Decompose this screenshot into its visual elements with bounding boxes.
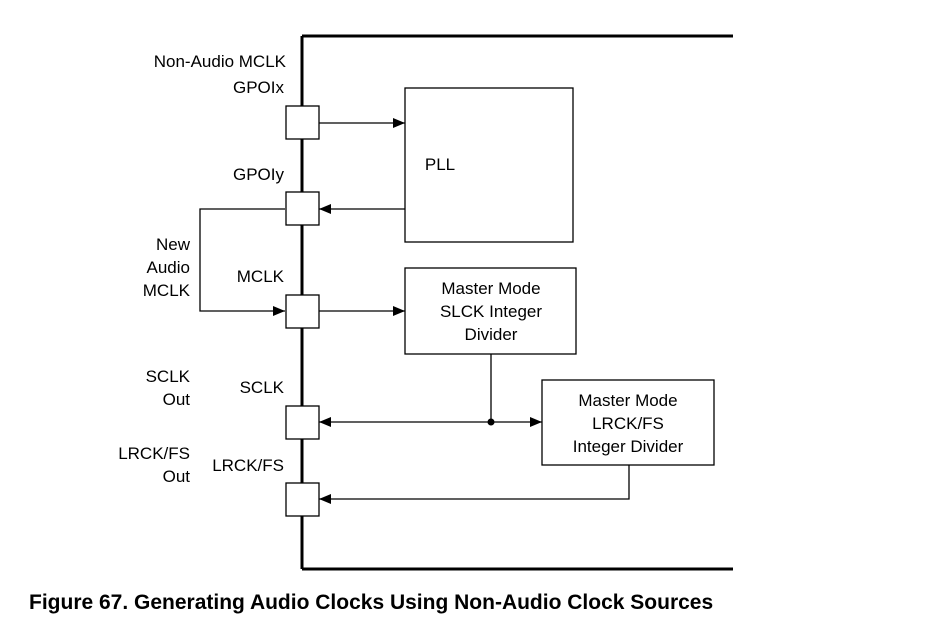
label-new-audio-mclk-1: New — [156, 235, 191, 254]
sclk-divider-label-1: Master Mode — [441, 279, 540, 298]
label-mclk: MCLK — [237, 267, 285, 286]
lrck-divider-label-1: Master Mode — [578, 391, 677, 410]
pad-mclk — [285, 294, 320, 329]
sclk-divider-label-2: SLCK Integer — [440, 302, 542, 321]
pad-gpiox — [285, 105, 320, 140]
pll-block — [404, 87, 574, 243]
label-new-audio-mclk-2: Audio — [147, 258, 190, 277]
label-gpioy: GPOIy — [233, 165, 285, 184]
label-non-audio-mclk: Non-Audio MCLK — [154, 52, 287, 71]
lrck-divider-label-2: LRCK/FS — [592, 414, 664, 433]
label-sclk-out-2: Out — [163, 390, 191, 409]
label-lrck-fs-out-2: Out — [163, 467, 191, 486]
label-gpiox: GPOIx — [233, 78, 285, 97]
lrck-divider-block — [541, 379, 715, 466]
label-sclk-out-1: SCLK — [146, 367, 191, 386]
pad-lrck-fs — [285, 482, 320, 517]
sclk-divider-label-3: Divider — [465, 325, 518, 344]
lrck-divider-label-3: Integer Divider — [573, 437, 684, 456]
label-lrck-fs-out-1: LRCK/FS — [118, 444, 190, 463]
label-new-audio-mclk-3: MCLK — [143, 281, 191, 300]
sclk-divider-block — [404, 267, 577, 355]
label-sclk: SCLK — [240, 378, 285, 397]
pll-label: PLL — [425, 155, 455, 174]
figure-caption: Figure 67. Generating Audio Clocks Using… — [29, 591, 713, 614]
wire-loopback-new-audio-mclk — [199, 208, 285, 316]
wire-lrck-divider-to-lrck — [319, 465, 630, 504]
label-lrck-fs: LRCK/FS — [212, 456, 284, 475]
pad-gpioy — [285, 191, 320, 226]
pad-sclk — [285, 405, 320, 440]
junction-dot — [487, 418, 495, 426]
